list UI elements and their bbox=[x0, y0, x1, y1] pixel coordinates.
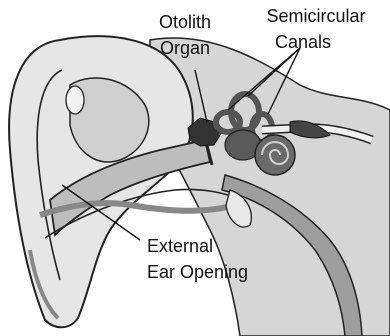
antihelix-hollow bbox=[66, 86, 84, 114]
otolith-label-line2: Organ bbox=[160, 38, 210, 58]
canals-label-line2: Canals bbox=[275, 32, 331, 52]
external-label-line1: External bbox=[147, 236, 213, 256]
external-label-line2: Ear Opening bbox=[147, 262, 248, 282]
otolith-label-line1: Otolith bbox=[159, 12, 211, 32]
cochlea bbox=[255, 135, 295, 175]
canals-label-line1: Semicircular bbox=[266, 6, 365, 26]
